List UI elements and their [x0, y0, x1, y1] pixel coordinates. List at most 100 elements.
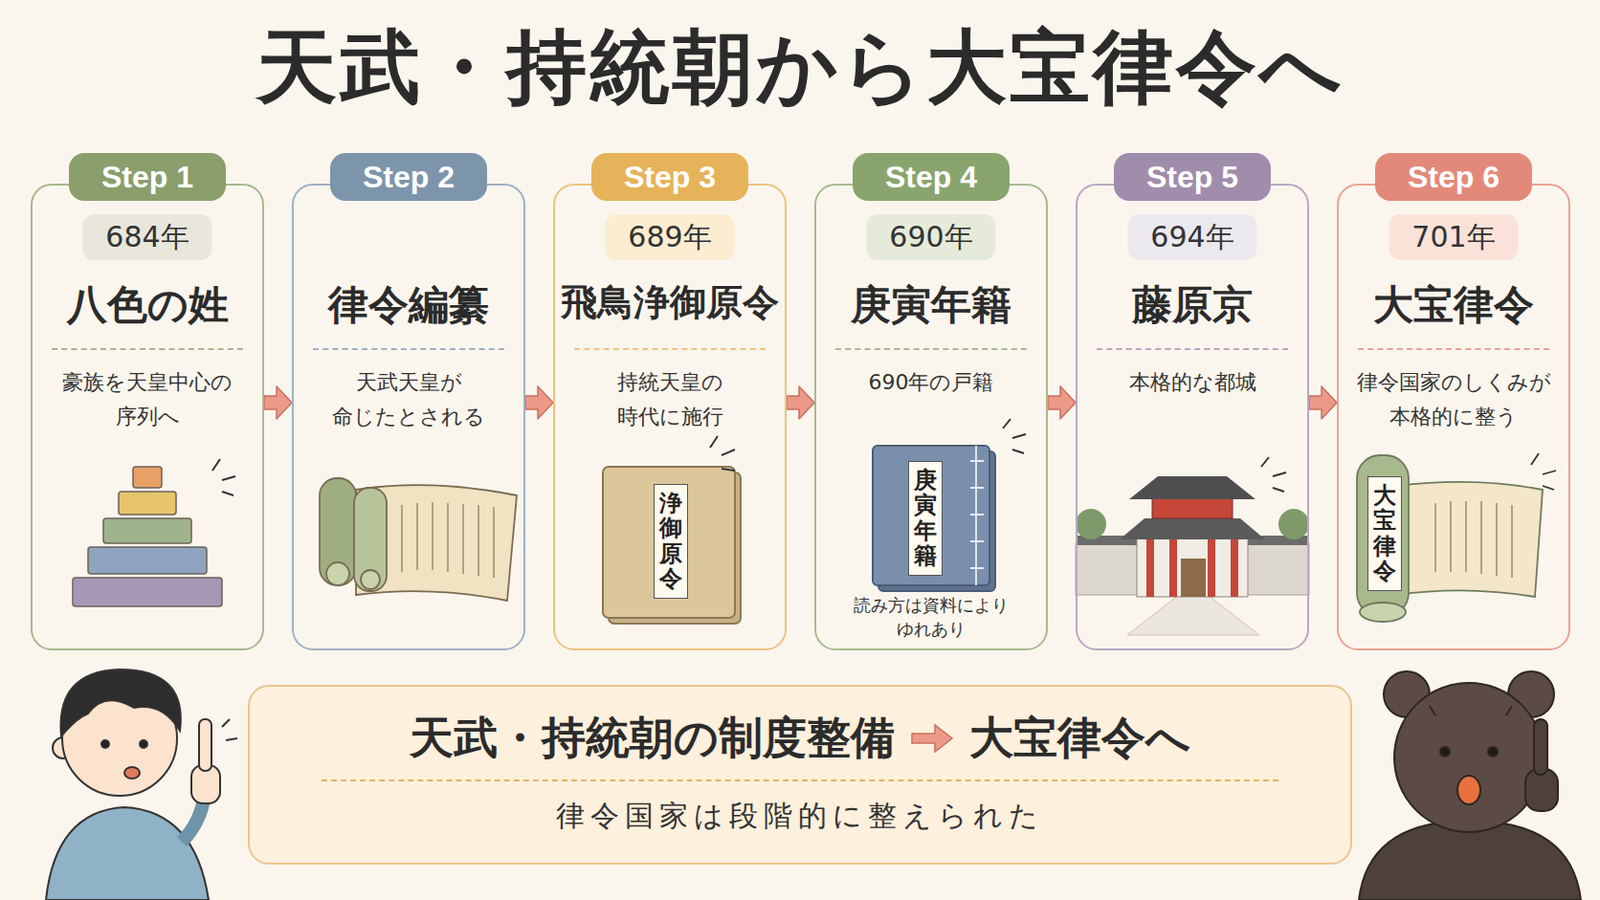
- register-book-part: [1002, 419, 1026, 454]
- step-heading: 律令編纂: [293, 281, 524, 330]
- step-heading: 飛鳥浄御原令: [555, 281, 785, 326]
- vertical-label: 浄御原令: [653, 484, 689, 600]
- year-pill: 689年: [604, 214, 734, 261]
- step-description: 本格的な都城: [1090, 365, 1294, 400]
- step-tab: Step 1: [68, 153, 226, 201]
- rank-pyramid-part: [72, 577, 223, 607]
- flow-arrow: [1047, 386, 1076, 420]
- palace-gate-part: [1152, 497, 1233, 519]
- palace-gate-part: [1278, 509, 1310, 540]
- step-card: Step 6701年大宝律令律令国家のしくみが 本格的に整う大宝律令: [1336, 183, 1571, 651]
- banner-row: 天武・持統朝の制度整備 大宝律令へ: [409, 711, 1191, 765]
- scroll-drawing-part: [401, 502, 494, 578]
- step-tab: Step 6: [1375, 153, 1533, 201]
- banner-arrow: [911, 725, 953, 753]
- palace-gate-part: [1180, 558, 1206, 598]
- scroll-drawing: [319, 478, 517, 601]
- dashed-divider: [835, 348, 1027, 351]
- step-heading: 八色の姓: [32, 281, 263, 330]
- rank-pyramid: [72, 459, 236, 607]
- step-tab: Step 3: [591, 153, 749, 201]
- step-card: Step 4690年庚寅年籍690年の戸籍読み方は資料により ゆれあり庚寅年籍: [814, 183, 1048, 651]
- flow-arrow: [525, 386, 554, 420]
- banner-heading: 大宝律令へ: [969, 711, 1191, 765]
- dashed-divider: [312, 348, 505, 351]
- step-description: 持統天皇の 時代に施行: [568, 365, 772, 436]
- step-card: Step 1684年八色の姓豪族を天皇中心の 序列へ: [30, 183, 265, 651]
- scroll-drawing-part: [360, 570, 380, 590]
- law-scroll-part: [1359, 602, 1406, 623]
- law-scroll-part: [1397, 482, 1543, 598]
- bear-figure-part: [1394, 683, 1544, 833]
- boy-figure-part: [139, 740, 148, 749]
- palace-gate-part: [1127, 595, 1260, 636]
- dashed-divider: [1096, 348, 1289, 351]
- dashed-divider: [574, 348, 766, 351]
- step-description: 天武天皇が 命じたとされる: [307, 365, 511, 436]
- step-tab: Step 4: [852, 153, 1010, 201]
- flow-arrow: [786, 386, 815, 420]
- bear-figure-part: [1429, 706, 1512, 716]
- banner-arrow: [910, 722, 955, 756]
- law-scroll-part: [1435, 501, 1512, 578]
- year-pill: 684年: [82, 214, 212, 261]
- palace-gate-part: [1129, 476, 1256, 500]
- step-description: 律令国家のしくみが 本格的に整う: [1352, 365, 1556, 436]
- scroll-drawing-part: [354, 488, 387, 592]
- boy-figure-part: [61, 669, 181, 737]
- diagram-title: 天武・持統朝から大宝律令へ: [0, 24, 1600, 110]
- summary-banner: 天武・持統朝の制度整備 大宝律令へ律令国家は段階的に整えられた: [247, 685, 1353, 866]
- rank-pyramid-part: [133, 466, 162, 489]
- palace-gate-part: [1207, 535, 1216, 598]
- flow-arrow: [264, 386, 292, 420]
- step-description: 690年の戸籍: [829, 365, 1033, 400]
- step-tab: Step 2: [330, 153, 488, 201]
- law-scroll-part: [1531, 453, 1556, 490]
- rank-pyramid-part: [88, 547, 207, 575]
- note-text: 読み方は資料により ゆれあり: [825, 594, 1037, 642]
- bear-figure-part: [1488, 747, 1498, 757]
- vertical-label: 庚寅年籍: [908, 461, 943, 577]
- step-heading: 大宝律令: [1338, 281, 1569, 330]
- book-drawing: [602, 436, 741, 624]
- rank-pyramid-part: [103, 518, 192, 544]
- year-pill: 694年: [1127, 214, 1257, 261]
- palace-gate: [1075, 457, 1310, 636]
- step-card: Step 2律令編纂天武天皇が 命じたとされる: [291, 183, 526, 651]
- palace-gate-part: [1261, 457, 1287, 492]
- palace-gate-part: [1075, 509, 1107, 540]
- boy-figure-part: [222, 719, 238, 741]
- book-drawing-part: [710, 436, 735, 471]
- palace-gate-part: [1146, 535, 1155, 598]
- boy-figure-part: [45, 807, 209, 900]
- palace-gate-part: [1230, 535, 1239, 598]
- dashed-divider: [321, 779, 1279, 782]
- vertical-label: 大宝律令: [1367, 476, 1402, 592]
- book-drawing-part: [602, 466, 735, 619]
- bear-figure: [1358, 671, 1581, 900]
- banner-heading: 天武・持統朝の制度整備: [409, 711, 895, 765]
- step-heading: 庚寅年籍: [816, 281, 1046, 330]
- year-pill: 690年: [866, 214, 996, 261]
- year-pill: 701年: [1388, 214, 1518, 261]
- step-card: Step 3689年飛鳥浄御原令持統天皇の 時代に施行浄御原令: [553, 183, 787, 651]
- step-description: 豪族を天皇中心の 序列へ: [45, 365, 249, 436]
- dashed-divider: [1357, 348, 1550, 351]
- flow-arrow: [1309, 386, 1337, 420]
- boy-figure: [45, 669, 238, 900]
- boy-figure-part: [124, 767, 140, 779]
- step-heading: 藤原京: [1077, 281, 1308, 330]
- bear-figure-part: [1457, 776, 1481, 805]
- dashed-divider: [51, 348, 244, 351]
- law-scroll-part: [1356, 455, 1409, 617]
- bear-figure-part: [1440, 747, 1450, 757]
- palace-gate-part: [1136, 535, 1248, 598]
- boy-figure-part: [101, 740, 110, 749]
- law-scroll: [1356, 453, 1556, 623]
- register-book-part: [872, 445, 990, 586]
- boy-figure-part: [199, 719, 212, 772]
- register-book: [872, 419, 1026, 592]
- step-tab: Step 5: [1113, 153, 1271, 201]
- banner-subtext: 律令国家は段階的に整えられた: [555, 797, 1045, 835]
